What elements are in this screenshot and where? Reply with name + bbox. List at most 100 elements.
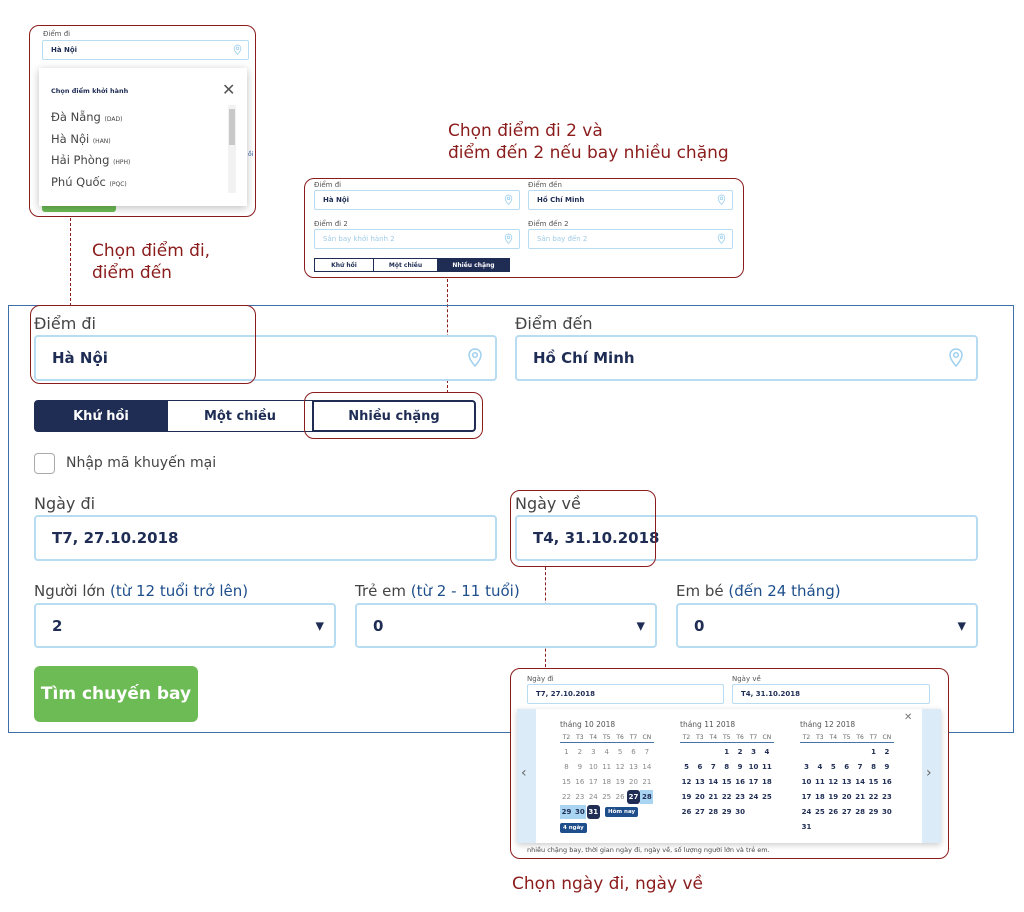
calendar-day[interactable]: 5 — [830, 763, 836, 771]
scrollbar[interactable] — [228, 105, 236, 193]
calendar-day[interactable]: 8 — [564, 763, 569, 771]
calendar-day[interactable]: 29 — [868, 808, 879, 816]
calendar-day[interactable]: 13 — [841, 778, 852, 786]
calendar-day[interactable]: 22 — [868, 793, 879, 801]
calendar-day[interactable]: 28 — [708, 808, 719, 816]
calendar-day[interactable]: 14 — [855, 778, 865, 786]
calendar-day[interactable]: 8 — [871, 763, 876, 771]
calendar-day[interactable]: 11 — [602, 763, 612, 771]
calendar-day[interactable]: 21 — [855, 793, 865, 801]
destination2-input[interactable]: Sân bay đến 2 — [528, 229, 733, 249]
calendar-day[interactable]: 2 — [884, 748, 890, 756]
next-month-icon[interactable]: › — [926, 765, 932, 781]
origin-input[interactable]: Hà Nội — [314, 190, 520, 210]
calendar-day[interactable]: 4 — [604, 748, 609, 756]
calendar-day[interactable]: 1 — [564, 748, 569, 756]
calendar-day-in-range[interactable]: 30 — [573, 805, 587, 819]
calendar-day[interactable]: 23 — [575, 793, 585, 801]
tab-one-way[interactable]: Một chiều — [167, 400, 313, 432]
calendar-day[interactable]: 29 — [721, 808, 732, 816]
calendar-day[interactable]: 18 — [815, 793, 825, 801]
calendar-day[interactable]: 6 — [631, 748, 636, 756]
calendar-day[interactable]: 24 — [588, 793, 598, 801]
calendar-day[interactable]: 6 — [844, 763, 850, 771]
calendar-day[interactable]: 18 — [602, 778, 612, 786]
calendar-day-in-range[interactable]: 29 — [560, 805, 573, 819]
calendar-day[interactable]: 26 — [828, 808, 839, 816]
calendar-day[interactable]: 10 — [801, 778, 812, 786]
airport-option[interactable]: Phú Quốc (PQC) — [51, 174, 127, 189]
calendar-day[interactable]: 7 — [644, 748, 650, 756]
calendar-day[interactable]: 4 — [764, 748, 770, 756]
calendar-day[interactable]: 15 — [721, 778, 732, 786]
airport-option[interactable]: Hà Nội (HAN) — [51, 131, 111, 146]
calendar-day[interactable]: 26 — [681, 808, 692, 816]
calendar-day-in-range[interactable]: 28 — [640, 790, 654, 804]
search-flights-button[interactable]: Tìm chuyến bay — [34, 666, 198, 722]
calendar-day[interactable]: 22 — [562, 793, 571, 801]
calendar-day[interactable]: 12 — [828, 778, 839, 786]
calendar-day[interactable]: 7 — [857, 763, 863, 771]
calendar-day[interactable]: 15 — [562, 778, 571, 786]
calendar-day[interactable]: 17 — [588, 778, 598, 786]
origin-input[interactable]: Hà Nội — [34, 335, 497, 381]
calendar-day[interactable]: 27 — [695, 808, 705, 816]
tab-multi-leg[interactable]: Nhiều chặng — [312, 400, 476, 432]
children-select[interactable]: 0▼ — [355, 603, 657, 648]
calendar-day[interactable]: 30 — [882, 808, 892, 816]
calendar-day[interactable]: 30 — [735, 808, 745, 816]
close-icon[interactable]: ✕ — [904, 712, 913, 723]
airport-option[interactable]: Đà Nẵng (DAD) — [51, 110, 123, 124]
calendar-day[interactable]: 13 — [695, 778, 705, 786]
calendar-day[interactable]: 24 — [748, 793, 759, 801]
calendar-day[interactable]: 13 — [629, 763, 638, 771]
calendar-day[interactable]: 28 — [855, 808, 865, 816]
calendar-day[interactable]: 3 — [804, 763, 809, 771]
tab-round-trip[interactable]: Khứ hồi — [314, 258, 374, 272]
calendar-day[interactable]: 21 — [708, 793, 719, 801]
calendar-day[interactable]: 3 — [591, 748, 596, 756]
dropdown-demo-input[interactable]: Hà Nội — [42, 40, 249, 60]
calendar-day[interactable]: 16 — [882, 778, 892, 786]
calendar-day[interactable]: 20 — [629, 778, 638, 786]
calendar-day[interactable]: 19 — [615, 778, 625, 786]
calendar-day[interactable]: 5 — [617, 748, 623, 756]
calendar-day[interactable]: 9 — [884, 763, 890, 771]
calendar-day[interactable]: 23 — [735, 793, 745, 801]
calendar-day[interactable]: 24 — [801, 808, 812, 816]
adults-select[interactable]: 2▼ — [34, 603, 336, 648]
calendar-day[interactable]: 11 — [762, 763, 772, 771]
calendar-day[interactable]: 8 — [724, 763, 730, 771]
close-icon[interactable]: ✕ — [222, 80, 236, 99]
calendar-day[interactable]: 25 — [762, 793, 772, 801]
calendar-day[interactable]: 22 — [721, 793, 732, 801]
calendar-day[interactable]: 1 — [871, 748, 876, 756]
calendar-day[interactable]: 15 — [868, 778, 879, 786]
depart-date-input[interactable]: T7, 27.10.2018 — [34, 515, 497, 561]
calendar-day-selected[interactable]: 31 — [586, 805, 600, 819]
calendar-day[interactable]: 25 — [602, 793, 612, 801]
calendar-day[interactable]: 27 — [841, 808, 852, 816]
calendar-day[interactable]: 21 — [642, 778, 652, 786]
calendar-day[interactable]: 4 — [817, 763, 823, 771]
tab-one-way[interactable]: Một chiều — [373, 258, 438, 272]
calendar-day[interactable]: 17 — [748, 778, 759, 786]
calendar-day[interactable]: 7 — [710, 763, 716, 771]
calendar-day[interactable]: 2 — [737, 748, 743, 756]
calendar-day[interactable]: 9 — [737, 763, 743, 771]
airport-option[interactable]: Hải Phòng (HPH) — [51, 153, 131, 167]
infants-select[interactable]: 0▼ — [676, 603, 978, 648]
tab-round-trip[interactable]: Khứ hồi — [34, 400, 168, 432]
calendar-day[interactable]: 26 — [615, 793, 625, 801]
destination-input[interactable]: Hồ Chí Minh — [515, 335, 978, 381]
calendar-day[interactable]: 16 — [575, 778, 585, 786]
calendar-day[interactable]: 20 — [841, 793, 852, 801]
calendar-day[interactable]: 23 — [882, 793, 892, 801]
tab-multi-leg[interactable]: Nhiều chặng — [437, 258, 510, 272]
promo-checkbox[interactable] — [34, 453, 55, 474]
calendar-day-selected[interactable]: 27 — [627, 790, 640, 804]
prev-month-icon[interactable]: ‹ — [521, 765, 527, 781]
calendar-day[interactable]: 1 — [724, 748, 730, 756]
calendar-day[interactable]: 25 — [815, 808, 825, 816]
calendar-day[interactable]: 12 — [615, 763, 625, 771]
